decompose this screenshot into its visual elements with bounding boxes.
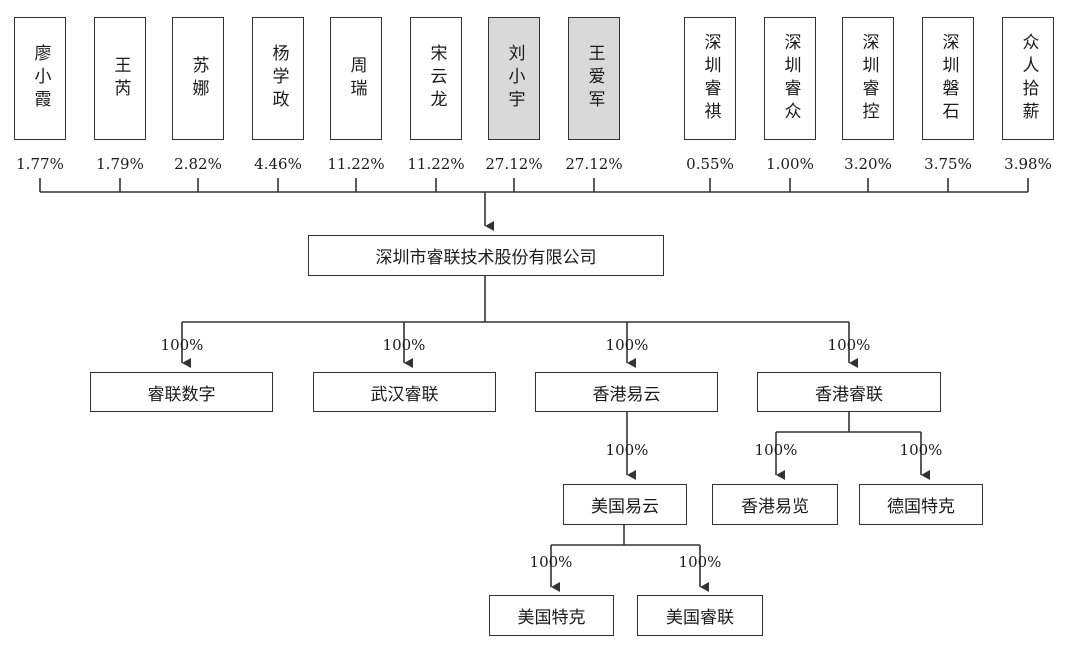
shareholder-name: 杨学政 <box>268 44 289 113</box>
subsidiary-box: 睿联数字 <box>90 372 273 412</box>
shareholder-box: 廖小霞 <box>14 17 66 140</box>
shareholder-name: 苏娜 <box>188 55 209 102</box>
subsidiary-name: 美国易云 <box>591 497 659 517</box>
subsidiary-name: 武汉睿联 <box>370 384 439 405</box>
subsidiary-name: 德国特克 <box>887 497 955 517</box>
shareholder-box: 深圳睿众 <box>764 17 816 140</box>
subsidiary-box: 美国睿联 <box>637 595 763 636</box>
subsidiary-pct: 100% <box>160 336 204 354</box>
subsidiary-box: 武汉睿联 <box>313 372 496 412</box>
shareholder-box-highlighted: 刘小宇 <box>488 17 540 140</box>
subsidiary-box: 香港易览 <box>712 484 838 525</box>
shareholder-name: 深圳磐石 <box>938 32 959 125</box>
shareholder-pct: 27.12% <box>565 155 623 173</box>
subsidiary-box: 德国特克 <box>859 484 983 525</box>
shareholder-pct: 3.20% <box>844 155 892 173</box>
shareholder-box: 深圳睿控 <box>842 17 894 140</box>
subsidiary-pct: 100% <box>754 441 798 459</box>
shareholder-name: 深圳睿控 <box>858 32 879 125</box>
subsidiary-pct: 100% <box>899 441 943 459</box>
shareholder-pct: 3.75% <box>924 155 972 173</box>
subsidiary-box: 美国易云 <box>563 484 687 525</box>
subsidiary-name: 香港睿联 <box>815 384 883 405</box>
subsidiary-name: 香港易云 <box>592 384 661 405</box>
subsidiary-name: 香港易览 <box>741 497 809 517</box>
shareholder-box: 周瑞 <box>330 17 382 140</box>
subsidiary-pct: 100% <box>529 553 573 571</box>
shareholder-pct: 1.00% <box>766 155 814 173</box>
subsidiary-name: 睿联数字 <box>147 384 216 405</box>
company-name: 深圳市睿联技术股份有限公司 <box>375 248 597 268</box>
subsidiary-name: 美国特克 <box>517 608 586 628</box>
shareholder-pct: 3.98% <box>1004 155 1052 173</box>
shareholder-pct: 27.12% <box>485 155 543 173</box>
shareholder-name: 深圳睿祺 <box>700 32 721 125</box>
subsidiary-pct: 100% <box>678 553 722 571</box>
shareholder-name: 王爱军 <box>584 44 605 113</box>
subsidiary-pct: 100% <box>605 336 649 354</box>
subsidiary-pct: 100% <box>827 336 871 354</box>
shareholder-pct: 2.82% <box>174 155 222 173</box>
company-box: 深圳市睿联技术股份有限公司 <box>308 235 664 276</box>
subsidiary-box: 香港睿联 <box>757 372 941 412</box>
shareholder-box: 深圳睿祺 <box>684 17 736 140</box>
shareholder-name: 众人拾薪 <box>1018 32 1039 125</box>
shareholder-pct: 1.77% <box>16 155 64 173</box>
shareholder-pct: 11.22% <box>327 155 385 173</box>
subsidiary-pct: 100% <box>605 441 649 459</box>
shareholder-box: 深圳磐石 <box>922 17 974 140</box>
shareholder-pct: 4.46% <box>254 155 302 173</box>
subsidiary-pct: 100% <box>382 336 426 354</box>
shareholder-pct: 11.22% <box>407 155 465 173</box>
subsidiary-name: 美国睿联 <box>666 608 734 628</box>
shareholder-pct: 0.55% <box>686 155 734 173</box>
shareholder-name: 廖小霞 <box>30 44 51 113</box>
shareholder-box: 宋云龙 <box>410 17 462 140</box>
shareholder-box: 众人拾薪 <box>1002 17 1054 140</box>
shareholder-name: 王芮 <box>110 55 131 102</box>
shareholder-box: 王芮 <box>94 17 146 140</box>
shareholder-box: 杨学政 <box>252 17 304 140</box>
subsidiary-box: 美国特克 <box>489 595 614 636</box>
shareholder-box: 苏娜 <box>172 17 224 140</box>
shareholder-name: 刘小宇 <box>504 44 525 113</box>
shareholder-pct: 1.79% <box>96 155 144 173</box>
subsidiary-box: 香港易云 <box>535 372 718 412</box>
shareholder-box-highlighted: 王爱军 <box>568 17 620 140</box>
shareholder-name: 周瑞 <box>346 55 367 102</box>
shareholder-name: 宋云龙 <box>426 44 447 113</box>
shareholder-name: 深圳睿众 <box>780 32 801 125</box>
